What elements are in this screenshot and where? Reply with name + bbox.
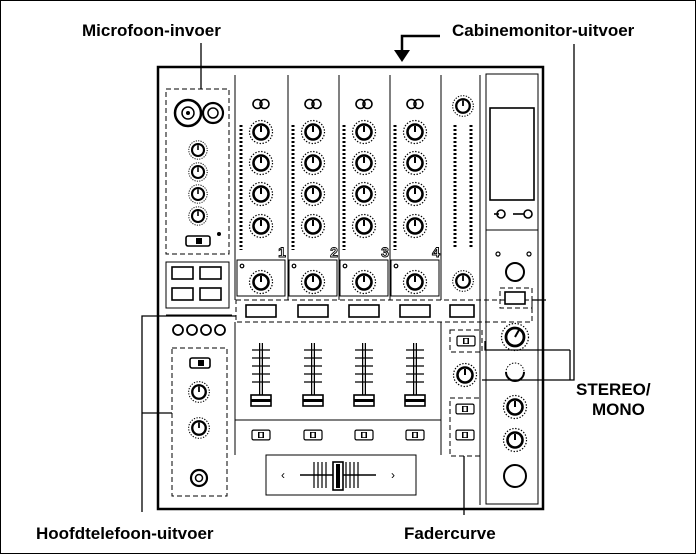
crossfader: ‹ › <box>265 454 417 496</box>
microphone-input-label: Microfoon-invoer <box>82 21 221 40</box>
cue-row-dashed-box <box>235 299 533 323</box>
fader-curve-label: Fadercurve <box>404 524 496 543</box>
channel-strip: 4 <box>389 98 441 441</box>
effects-column <box>485 73 539 505</box>
headphone-section <box>171 324 228 497</box>
stereo-mono-dashed-box <box>449 329 483 353</box>
channel-strip: 3 <box>338 98 390 441</box>
channel-strip: 1 <box>235 98 287 441</box>
display-screen <box>489 107 535 201</box>
left-button-block <box>165 261 230 309</box>
stereo-label: STEREO/ <box>576 380 651 399</box>
channel-number: 3 <box>381 244 389 260</box>
master-column <box>449 94 483 457</box>
mic-input-dashed-box <box>165 88 230 255</box>
channel-number: 1 <box>278 244 286 260</box>
mixer-body <box>156 65 545 511</box>
booth-monitor-output-label: Cabinemonitor-uitvoer <box>452 21 635 40</box>
arrow-indicator <box>394 34 440 62</box>
channel-number: 4 <box>432 244 440 260</box>
channel-strip: 2 <box>287 98 339 441</box>
headphone-output-label: Hoofdtelefoon-uitvoer <box>36 524 214 543</box>
headphone-dashed-box <box>171 347 228 497</box>
column-separators <box>166 75 481 505</box>
svg-text:‹: ‹ <box>281 468 285 482</box>
fader-curve-dashed-box <box>449 397 481 457</box>
mic-section <box>165 88 230 255</box>
svg-text:›: › <box>391 468 395 482</box>
channel-strips: 1 2 3 4 <box>235 98 441 441</box>
channel-number: 2 <box>330 244 338 260</box>
mono-label: MONO <box>592 400 645 419</box>
callout-lines <box>141 43 575 515</box>
